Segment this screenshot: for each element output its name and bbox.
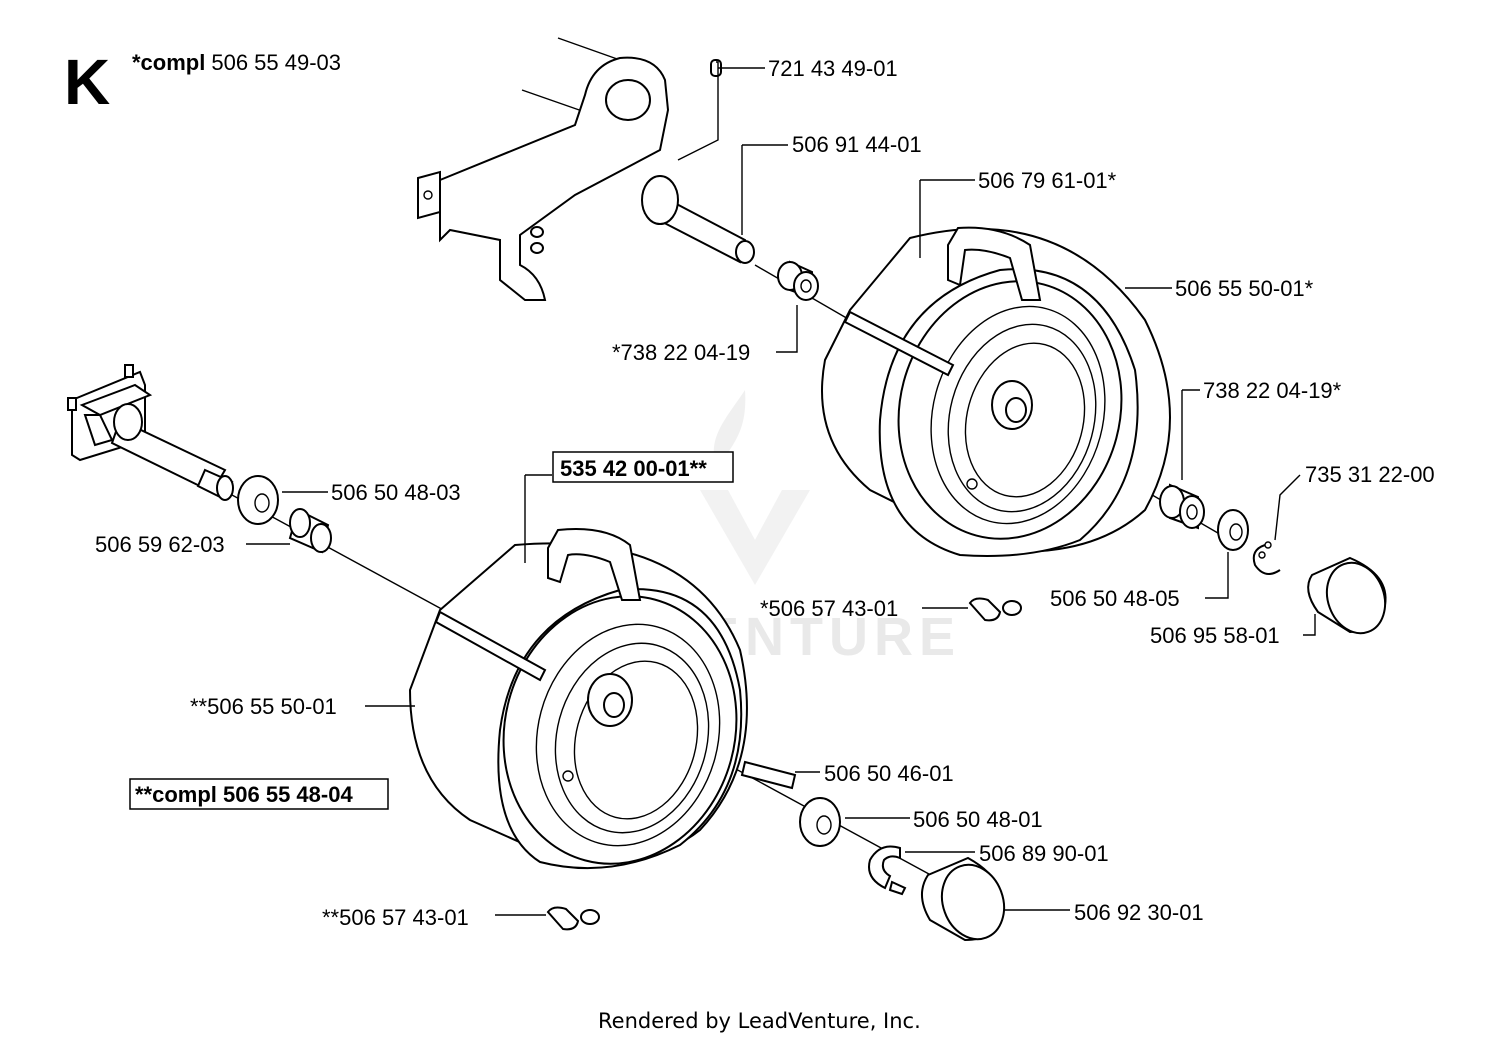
washer-lower <box>799 797 841 847</box>
label-tire-lower: **506 55 50-01 <box>190 694 337 719</box>
label-washer-left: 506 50 48-03 <box>331 480 461 505</box>
label-pin: 721 43 49-01 <box>768 56 898 81</box>
label-valve-upper: *506 57 43-01 <box>760 596 898 621</box>
circlip-lower <box>868 845 907 896</box>
label-key-lower: 506 50 46-01 <box>824 761 954 786</box>
label-rim-upper: 506 79 61-01* <box>978 168 1117 193</box>
label-bearing-upper-inner: *738 22 04-19 <box>612 340 750 365</box>
valve-lower <box>546 906 600 931</box>
hubcap-lower <box>921 856 1006 942</box>
axle-lower <box>110 403 234 501</box>
compl-box-lower <box>129 778 389 810</box>
label-wheel-lower-assembly: 535 42 00-01** <box>560 456 707 481</box>
label-valve-lower: **506 57 43-01 <box>322 905 469 930</box>
label-compl-lower: **compl 506 55 48-04 <box>135 782 353 807</box>
section-letter: K <box>64 46 110 118</box>
hubcap-upper <box>1307 556 1387 635</box>
bearing-upper-outer <box>1159 483 1205 530</box>
part-number-box-wheel-lower <box>552 451 734 483</box>
label-washer-lower: 506 50 48-01 <box>913 807 1043 832</box>
circlip-upper <box>1252 541 1281 575</box>
label-bearing-upper-outer: 738 22 04-19* <box>1203 378 1342 403</box>
spacer-left <box>288 508 332 554</box>
label-washer-upper-outer: 506 50 48-05 <box>1050 586 1180 611</box>
watermark-logo-icon <box>700 390 810 585</box>
key-lower <box>740 760 797 790</box>
footer-credit: Rendered by LeadVenture, Inc. <box>598 1009 921 1033</box>
valve-upper <box>968 597 1022 622</box>
wheel-upper <box>821 226 1171 557</box>
washer-left <box>237 475 279 525</box>
label-axle-upper: 506 91 44-01 <box>792 132 922 157</box>
label-spacer-left: 506 59 62-03 <box>95 532 225 557</box>
bearing-upper-inner <box>777 260 819 301</box>
washer-upper-outer <box>1217 509 1249 551</box>
wheel-lower <box>408 528 748 870</box>
axle-upper <box>641 175 755 264</box>
label-hubcap-upper: 506 95 58-01 <box>1150 623 1280 648</box>
label-tire-upper: 506 55 50-01* <box>1175 276 1314 301</box>
label-circlip-lower: 506 89 90-01 <box>979 841 1109 866</box>
label-circlip-upper: 735 31 22-00 <box>1305 462 1435 487</box>
label-hubcap-lower: 506 92 30-01 <box>1074 900 1204 925</box>
frame-bracket <box>417 37 670 301</box>
